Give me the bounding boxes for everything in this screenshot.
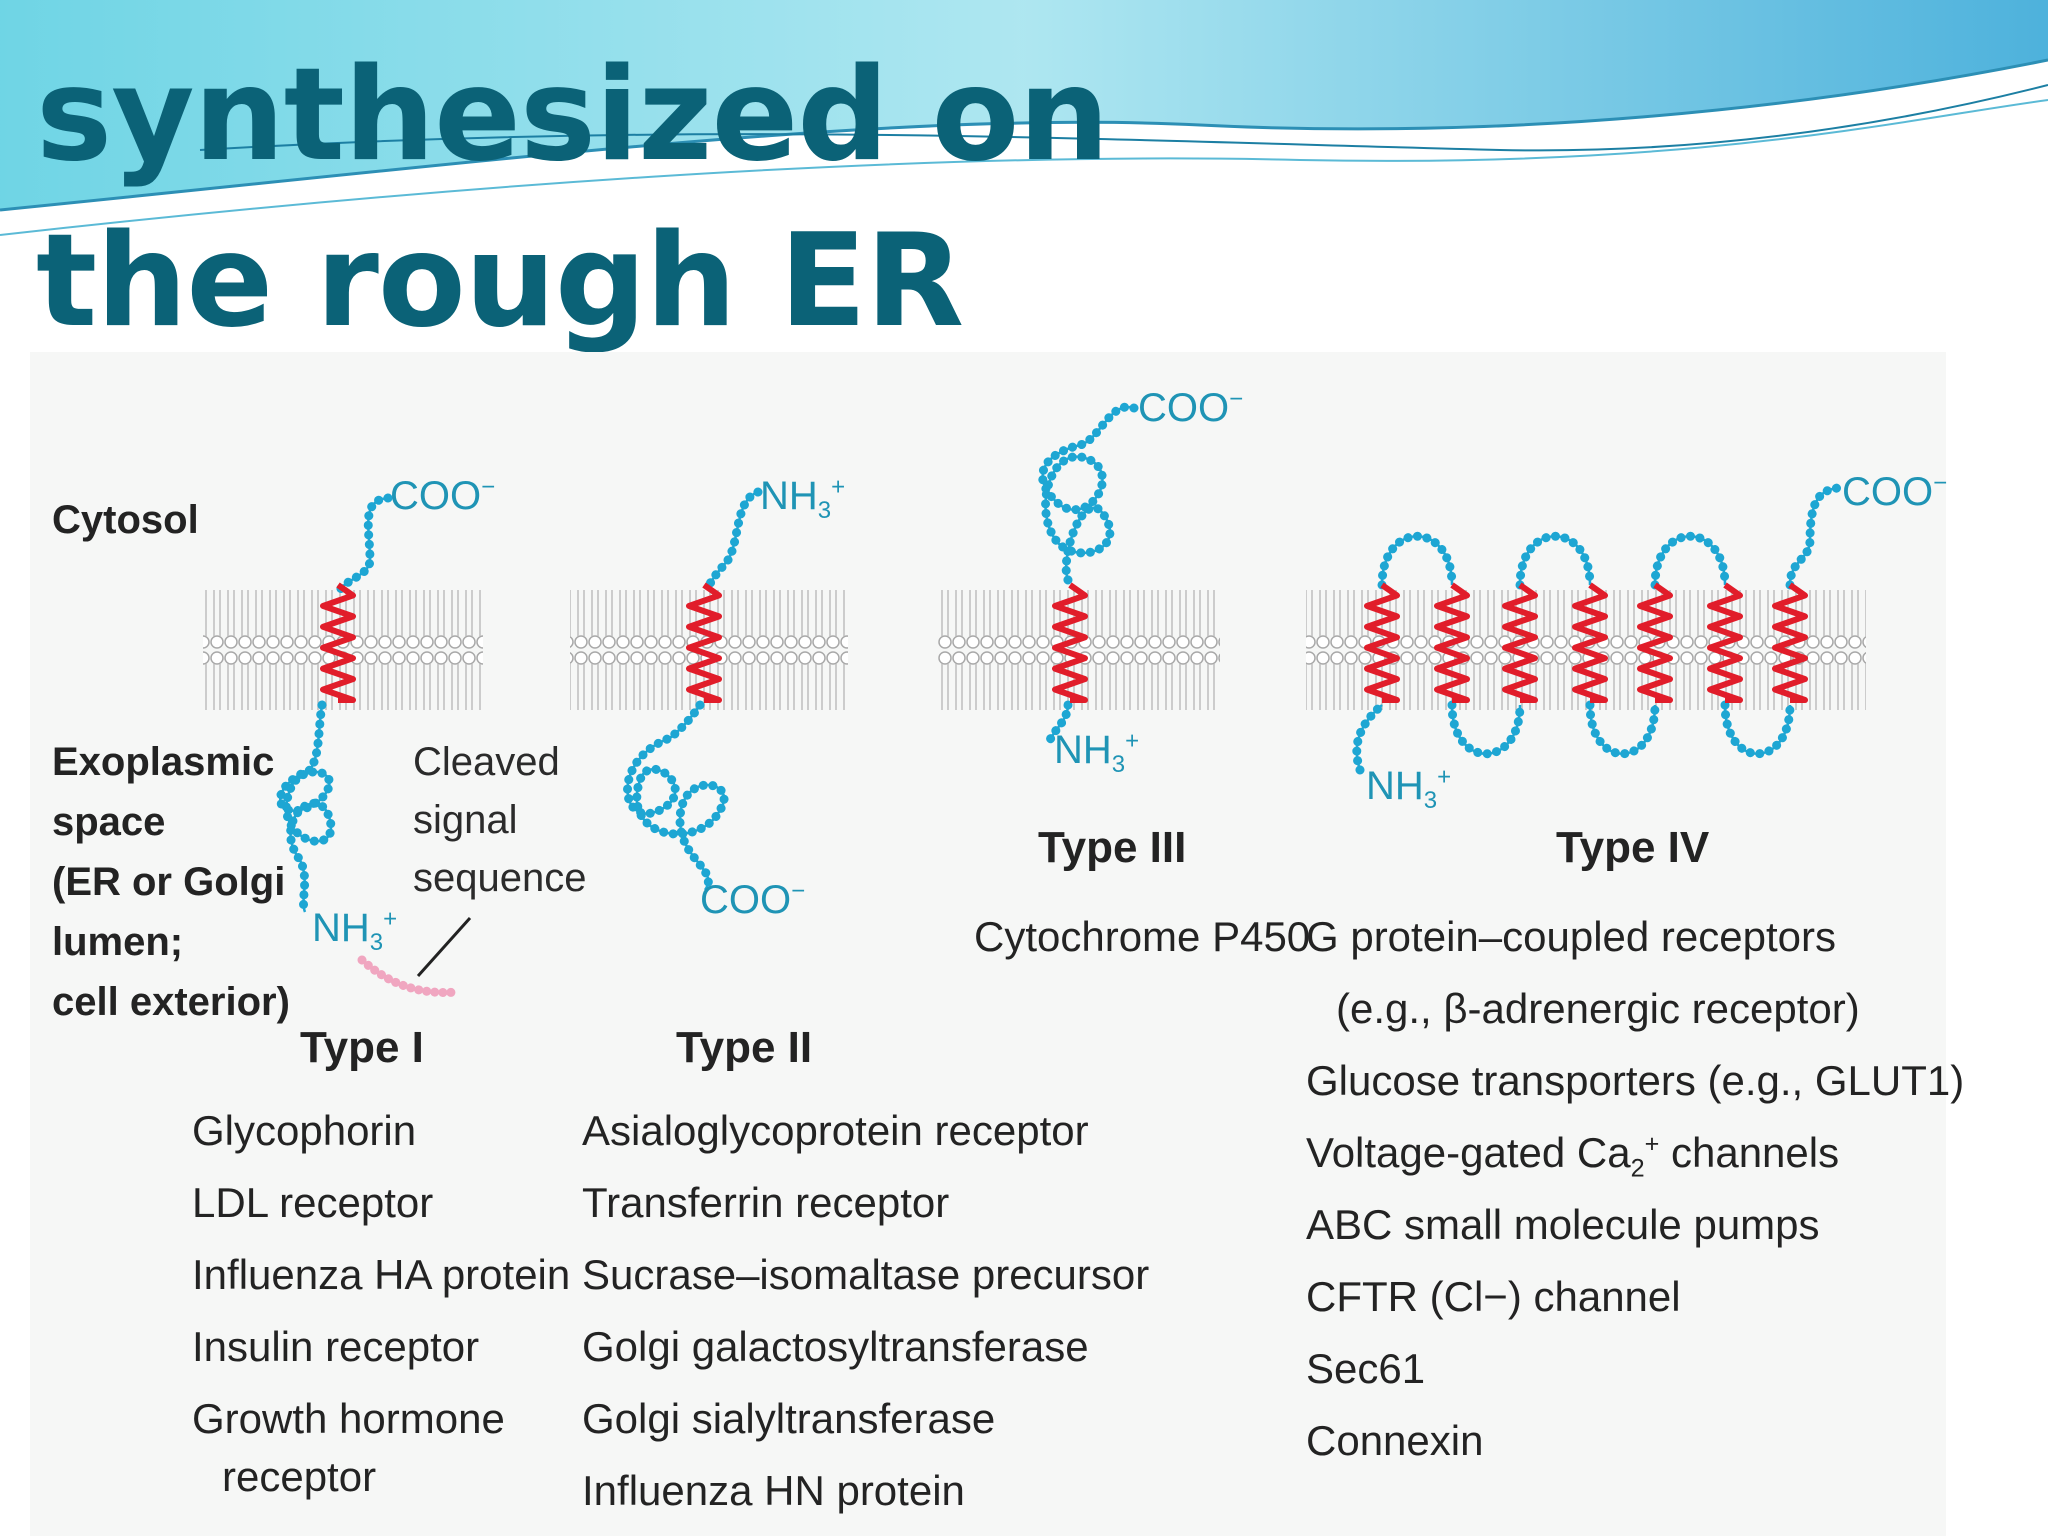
- type4-helix-7: [1772, 582, 1808, 703]
- type4-heading: Type IV: [1556, 823, 1710, 872]
- type4-example: ABC small molecule pumps: [1306, 1201, 1820, 1248]
- exoplasmic-label-4: lumen;: [52, 920, 184, 964]
- type1-cyto-chain: [335, 493, 393, 595]
- type4-lumen-loop-2-backbone: [1588, 704, 1657, 755]
- cleaved-signal-label-3: sequence: [413, 856, 587, 900]
- type3-lumen-chain-backbone: [1048, 704, 1070, 741]
- type4-helix-4: [1572, 582, 1608, 703]
- exoplasmic-label-3: (ER or Golgi: [52, 860, 286, 904]
- type2-example: Transferrin receptor: [582, 1179, 950, 1226]
- type2-example: Sucrase–isomaltase precursor: [582, 1251, 1150, 1298]
- signal-sequence: [357, 955, 463, 997]
- type3-cyto-chain-backbone: [1041, 405, 1135, 581]
- type4-cyto-loop-2-backbone: [1518, 535, 1592, 586]
- type3-coo-label: COO−: [1138, 385, 1244, 430]
- exoplasmic-label-1: Exoplasmic: [52, 740, 275, 784]
- type4-helix-2: [1434, 582, 1470, 703]
- type2-helix: [686, 582, 722, 703]
- type1-nh3-label: NH3+: [312, 905, 398, 956]
- type2-cyto-chain-backbone: [706, 490, 759, 589]
- type2-example: Golgi galactosyltransferase: [582, 1323, 1089, 1370]
- type2-example: Asialoglycoprotein receptor: [582, 1107, 1089, 1154]
- exoplasmic-label-5: cell exterior): [52, 980, 290, 1024]
- type3-helix: [1052, 582, 1088, 703]
- type4-lumen-loop-1-backbone: [1450, 704, 1522, 755]
- exoplasmic-label-2: space: [52, 800, 166, 844]
- type4-c-term-chain-backbone: [1788, 486, 1839, 586]
- type1-example: receptor: [222, 1453, 377, 1500]
- type4-helix-1: [1364, 582, 1400, 703]
- type4-cyto-loop-1-backbone: [1380, 535, 1454, 586]
- type1-helix: [320, 582, 356, 703]
- lipid-bilayer: [938, 580, 1220, 710]
- type4-example-voltage: Voltage-gated Ca2+ channels: [1306, 1129, 1840, 1183]
- type1-lumen-chain-backbone: [279, 704, 333, 913]
- type1-coo-label: COO−: [390, 473, 496, 518]
- type4-example: Connexin: [1306, 1417, 1484, 1464]
- type4-example: (e.g., β-adrenergic receptor): [1336, 985, 1860, 1032]
- type4-example: Sec61: [1306, 1345, 1426, 1392]
- figure-panel: [30, 352, 1946, 1536]
- type3-cyto-chain: [1038, 402, 1139, 585]
- type4-lumen-loop-2: [1585, 700, 1660, 759]
- type4-example: G protein–coupled receptors: [1306, 913, 1836, 960]
- type3-example: Cytochrome P450: [974, 913, 1311, 960]
- type2-heading: Type II: [676, 1023, 813, 1072]
- type4-cyto-loop-1: [1377, 531, 1457, 590]
- type4-cyto-loop-2: [1515, 531, 1595, 590]
- type4-example: Glucose transporters (e.g., GLUT1): [1306, 1057, 1965, 1104]
- type2-nh3-label: NH3+: [760, 473, 846, 524]
- type4-helix-6: [1707, 582, 1743, 703]
- type4-lumen-loop-3: [1720, 700, 1795, 759]
- type3-nh3-label: NH3+: [1054, 727, 1140, 778]
- type4-nh3-label: NH3+: [1366, 763, 1452, 814]
- cleaved-signal-label-2: signal: [413, 798, 518, 842]
- type4-lumen-loop-1: [1447, 700, 1525, 759]
- type4-n-term-chain: [1352, 700, 1387, 775]
- type1-example: Insulin receptor: [192, 1323, 480, 1370]
- type4-helix-3: [1502, 582, 1538, 703]
- type1-cyto-chain-backbone: [338, 496, 389, 591]
- type4-helix-5: [1637, 582, 1673, 703]
- type1-example: Influenza HA protein: [192, 1251, 571, 1298]
- cleaved-signal-label-1: Cleaved: [413, 740, 560, 784]
- type2-coo-label: COO−: [700, 877, 806, 922]
- type1-example: LDL receptor: [192, 1179, 434, 1226]
- type4-cyto-loop-3-backbone: [1653, 535, 1727, 586]
- slide-title-line-2: the rough ER: [36, 207, 964, 356]
- type1-heading: Type I: [300, 1023, 424, 1072]
- type1-example: Growth hormone: [192, 1395, 505, 1442]
- type2-example: Influenza HN protein: [582, 1467, 965, 1514]
- type3-heading: Type III: [1038, 823, 1187, 872]
- type4-c-term-chain: [1785, 483, 1843, 590]
- type2-example: Golgi sialyltransferase: [582, 1395, 996, 1442]
- signal-pointer: [416, 916, 472, 978]
- type4-cyto-loop-3: [1650, 531, 1730, 590]
- type2-lumen-chain-backbone: [626, 704, 726, 891]
- type4-lumen-loop-3-backbone: [1723, 704, 1792, 755]
- type1-example: Glycophorin: [192, 1107, 417, 1154]
- cytosol-label: Cytosol: [52, 498, 199, 542]
- type4-n-term-chain-backbone: [1355, 704, 1383, 771]
- wave-header: [0, 0, 2048, 236]
- type4-coo-label: COO−: [1842, 469, 1948, 514]
- slide-title-line-1: synthesized on: [36, 41, 1109, 190]
- type4-example: CFTR (Cl−) channel: [1306, 1273, 1681, 1320]
